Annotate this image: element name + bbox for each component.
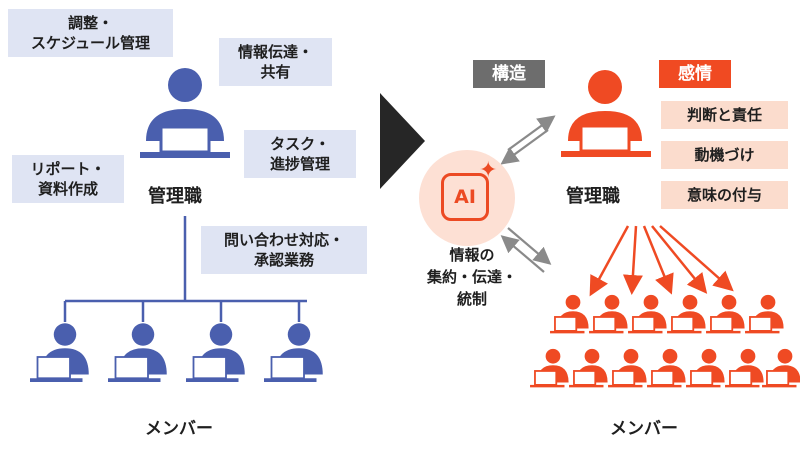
ai-caption-line: 統制 [456, 290, 487, 308]
task-tag-reports: リポート・ 資料作成 [12, 155, 124, 203]
left-manager-label: 管理職 [148, 186, 202, 207]
member-person-icon [762, 348, 800, 388]
task-tag-inquiries: 問い合わせ対応・ 承認業務 [201, 226, 367, 274]
role-chip-meaning: 意味の付与 [661, 181, 788, 209]
member-person-icon [108, 323, 167, 382]
member-person-icon [569, 348, 608, 388]
member-person-icon [706, 294, 745, 334]
right-manager-icon [561, 70, 651, 157]
task-tag-line: 調整・ [67, 14, 113, 32]
member-person-icon [30, 323, 89, 382]
left-manager-icon [140, 68, 230, 158]
task-tag-line: 情報伝達・ [237, 43, 313, 61]
right-member-label: メンバー [610, 419, 678, 439]
task-tag-line: 承認業務 [253, 251, 314, 269]
task-tag-line: タスク・ [270, 135, 330, 153]
task-tag-schedule: 調整・ スケジュール管理 [8, 9, 173, 57]
member-person-icon [264, 323, 323, 382]
left-member-label: メンバー [145, 419, 213, 439]
double-arrow-icon [500, 115, 556, 273]
org-tree-connector [63, 216, 307, 322]
ai-caption: 情報の 集約・伝達・ 統制 [410, 244, 534, 310]
ai-caption-line: 集約・伝達・ [426, 268, 517, 286]
delegation-arrows [589, 225, 734, 297]
member-person-icon [745, 294, 784, 334]
task-tag-line: 進捗管理 [269, 155, 330, 173]
member-person-icon [647, 348, 686, 388]
structure-chip: 構造 [473, 60, 545, 88]
ai-badge: AI [441, 173, 489, 221]
member-person-icon [550, 294, 589, 334]
member-person-icon [667, 294, 706, 334]
sparkle-icon: ✦ [479, 158, 498, 183]
emotion-chip: 感情 [659, 60, 731, 88]
member-person-icon [589, 294, 628, 334]
right-triangle-arrow-icon [380, 93, 425, 189]
task-tag-line: リポート・ [30, 160, 106, 178]
task-tag-line: 資料作成 [37, 180, 98, 198]
task-tag-line: 共有 [260, 63, 291, 81]
task-tag-progress: タスク・ 進捗管理 [244, 130, 356, 178]
right-member-group [530, 294, 800, 388]
ai-caption-line: 情報の [449, 246, 495, 264]
member-person-icon [725, 348, 764, 388]
task-tag-line: スケジュール管理 [31, 34, 150, 52]
member-person-icon [686, 348, 725, 388]
member-person-icon [628, 294, 667, 334]
task-tag-info-sharing: 情報伝達・ 共有 [219, 38, 332, 86]
task-tag-line: 問い合わせ対応・ [223, 231, 344, 249]
member-person-icon [530, 348, 569, 388]
right-manager-label: 管理職 [566, 186, 620, 207]
left-member-group [30, 323, 323, 382]
member-person-icon [186, 323, 245, 382]
role-chip-judgment: 判断と責任 [661, 101, 788, 129]
member-person-icon [608, 348, 647, 388]
role-chip-motivation: 動機づけ [661, 141, 788, 169]
